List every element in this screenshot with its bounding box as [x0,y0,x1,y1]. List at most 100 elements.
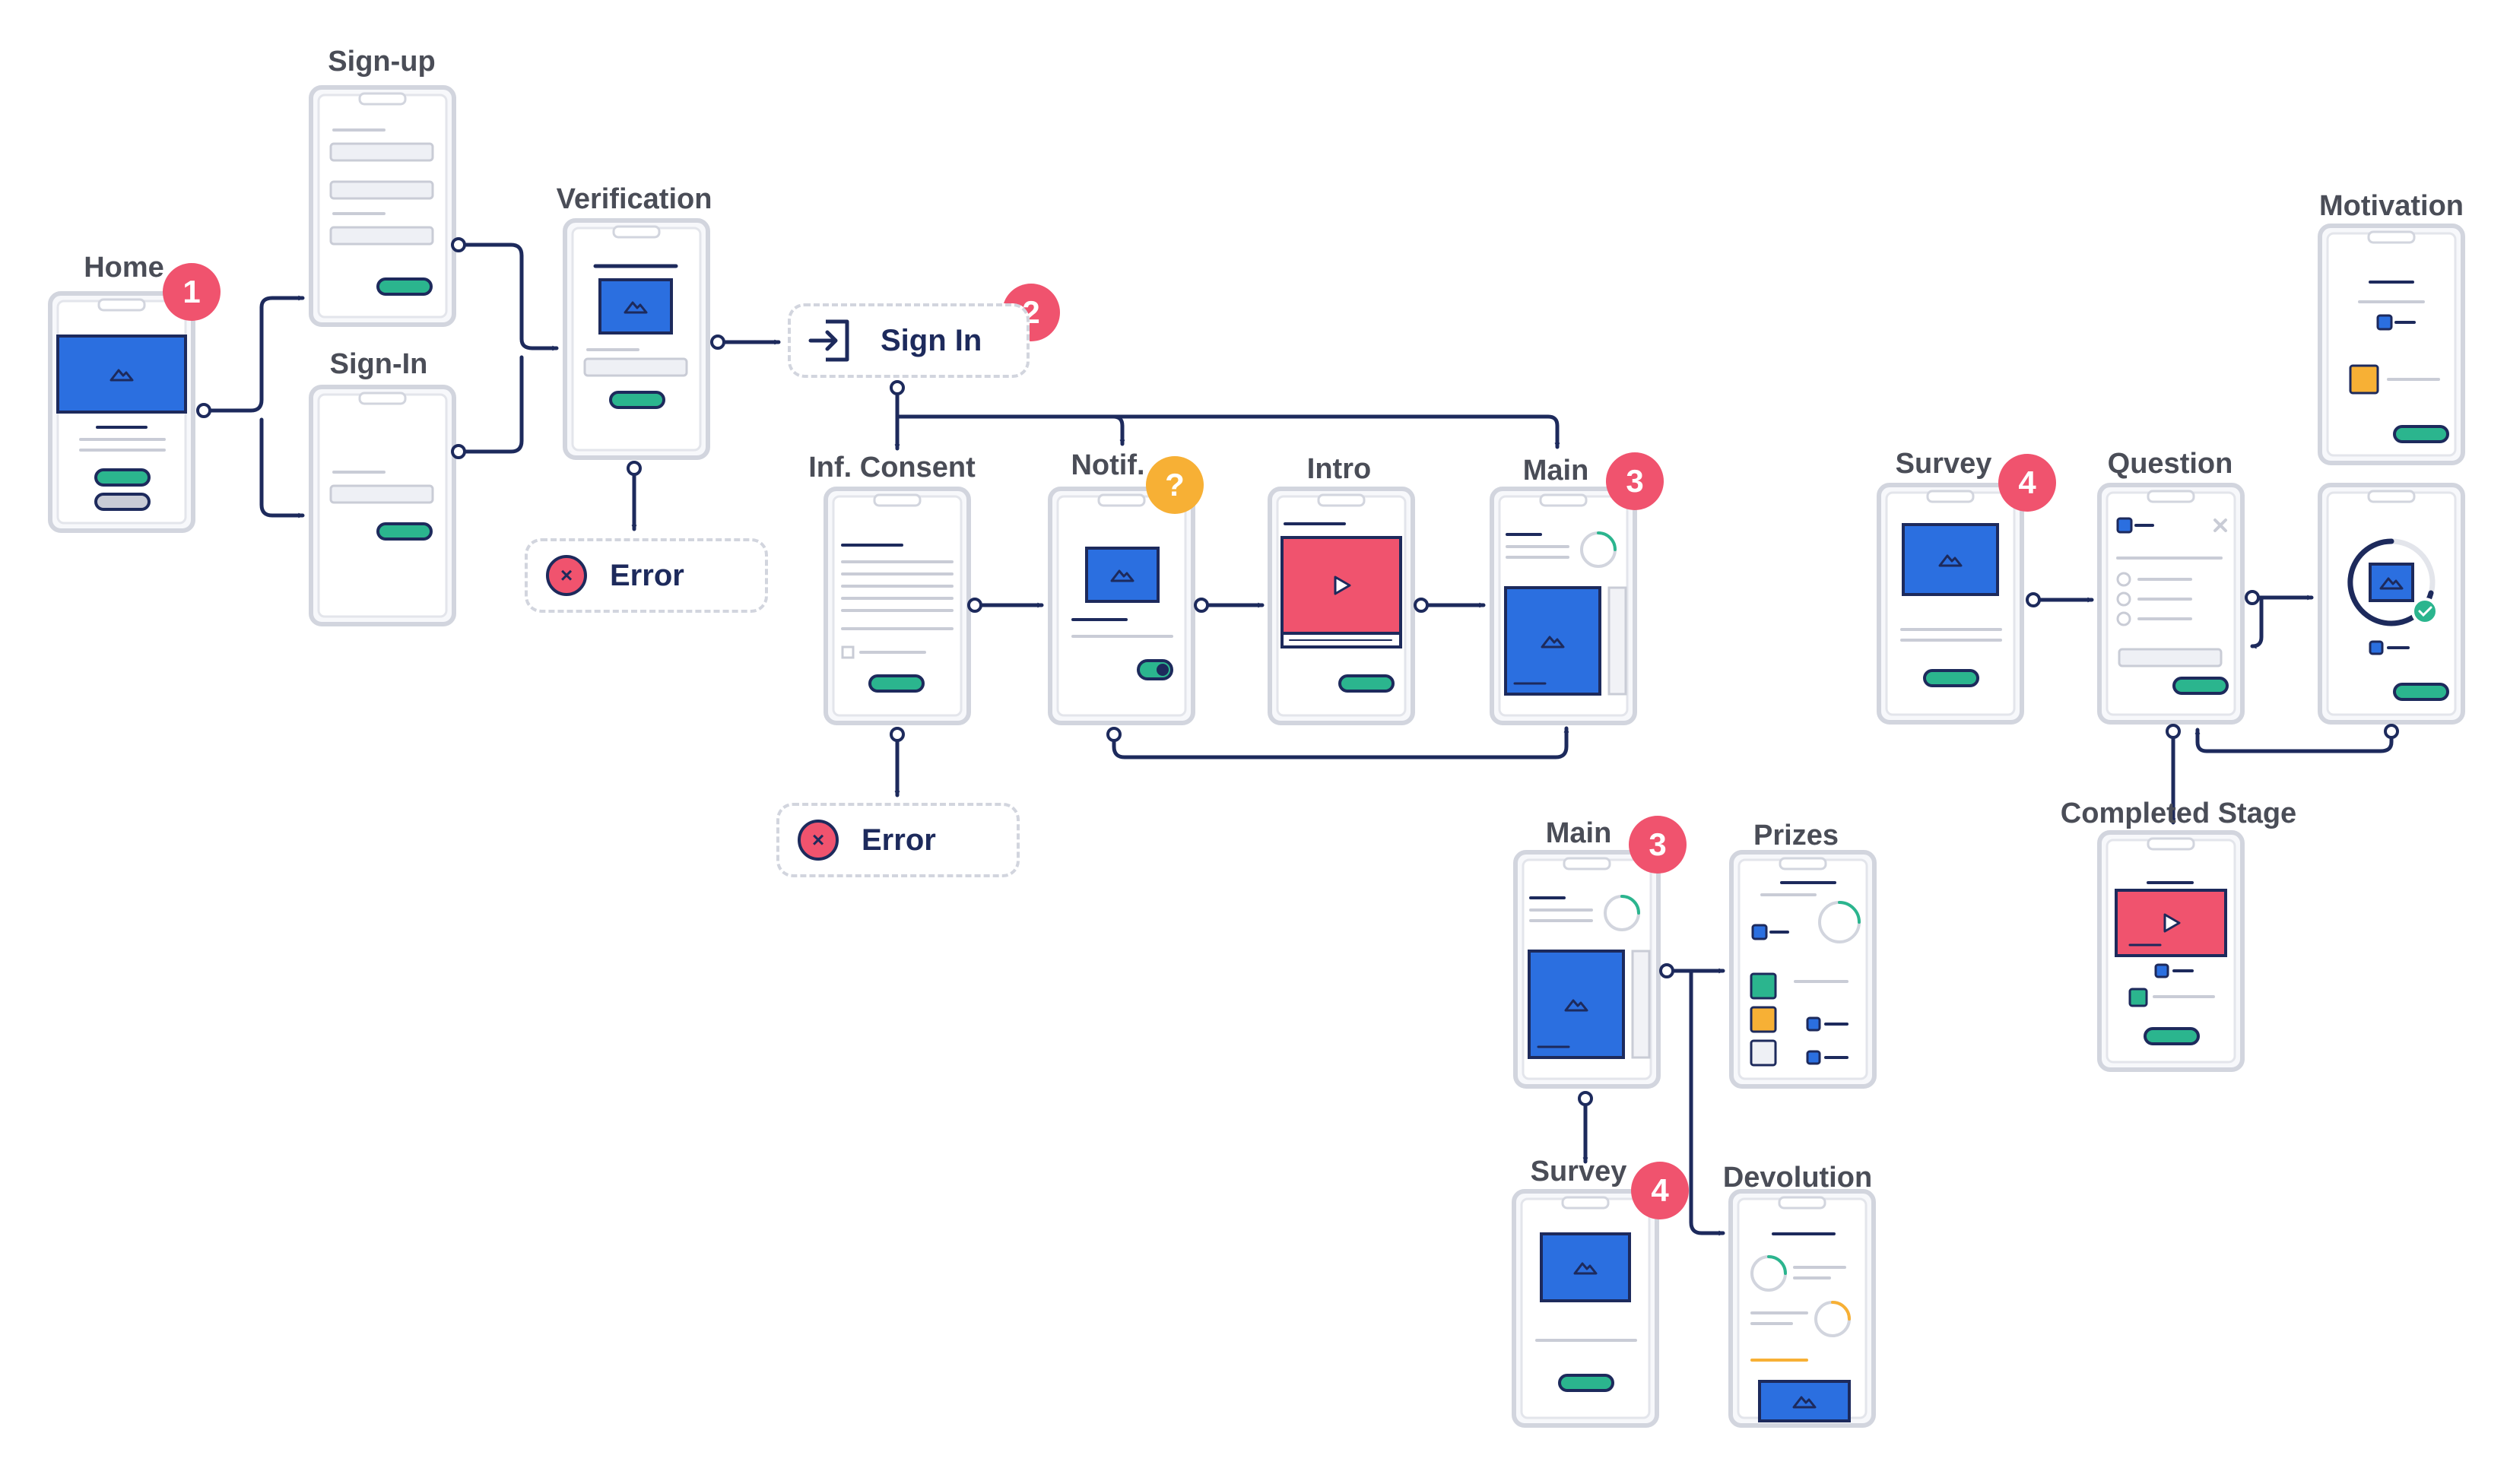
phone-screens [48,85,2465,1428]
mountain-icon [1573,1262,1598,1275]
step-badge-main-lower: 3 [1629,816,1687,874]
error-box-consent: × Error [776,803,1020,877]
phone-survey [1877,483,2024,725]
phone-notch [2147,837,2195,851]
stage-continue-button [2144,1027,2200,1045]
label-survey-lower: Survey [1530,1156,1627,1188]
toggle-knob [1157,664,1169,676]
get-started-button [94,468,151,487]
mountain-icon [1938,554,1963,567]
progress-ring-arc [1597,531,1617,551]
connector-origin-dot [710,335,725,350]
step-badge-home: 1 [163,263,221,321]
label-home: Home [84,252,164,284]
phone-notch [2147,490,2195,503]
label-verification: Verification [556,183,712,215]
flow-arrow [895,414,1557,449]
connector-origin-dot [2166,724,2181,739]
prize-square [1806,1016,1821,1032]
connector-origin-dot [890,380,905,395]
mountain-icon [1110,569,1134,582]
connector-origin-dot [451,444,466,459]
phone-notif [1048,487,1195,725]
phone-signin [309,385,456,626]
label-devolution: Devolution [1722,1162,1873,1194]
verify-button [609,391,665,409]
mountain-icon [1792,1396,1817,1409]
play-icon [1334,576,1351,595]
prize-card-green [1750,972,1777,1000]
close-icon [2213,518,2227,532]
label-prizes: Prizes [1753,820,1839,851]
label-intro: Intro [1306,453,1372,485]
label-main: Main [1522,455,1589,487]
input-field [329,180,434,200]
phone-survey-lower [1512,1189,1659,1428]
input-field [329,142,434,162]
error-label: Error [610,558,684,592]
connector-origin-dot [1194,598,1209,613]
phone-notch [358,392,407,405]
progress-ring-arc [1767,1255,1787,1275]
intro-continue-button [1338,674,1395,693]
prize-card-grey [1750,1039,1777,1067]
phone-home [48,291,195,533]
play-icon [2163,913,2181,933]
input-field [583,357,688,377]
flow-arrow [1689,969,1725,1233]
phone-notch [1563,857,1611,870]
flow-arrow [2250,595,2264,646]
mountain-icon [624,301,648,314]
flow-arrow [259,417,305,515]
connector-origin-dot [1414,598,1429,613]
phone-notch [1778,1196,1826,1210]
phone-intro [1268,487,1415,725]
connector-origins [196,237,2399,1106]
connector-origin-dot [967,598,982,613]
radio-option [2116,611,2131,626]
flow-arrow [202,298,305,413]
mountain-icon [1564,999,1588,1012]
connector-origin-dot [1659,963,1674,978]
label-completed-stage: Completed Stage [2060,797,2297,829]
phone-screen [317,393,448,618]
connector-origin-dot [2245,590,2260,605]
connector-origin-dot [2026,592,2041,607]
phone-notch [1561,1196,1610,1210]
error-label: Error [862,823,936,857]
phone-notch [873,493,922,507]
motivation-card [2349,364,2379,395]
step-badge-survey: 4 [1998,454,2056,512]
phone-prizes [1729,850,1877,1089]
label-signin: Sign-In [329,348,428,380]
connector-origin-dot [451,237,466,252]
phone-completed-stage [2097,830,2245,1072]
phone-score [2318,483,2465,725]
error-box-verification: × Error [525,538,768,613]
phone-main [1490,487,1637,725]
progress-ring-arc [1831,1301,1851,1321]
error-x-icon: × [546,555,587,596]
score-marker [2369,640,2384,655]
phone-notch [1317,493,1366,507]
signin-box[interactable]: Sign In [788,303,1030,378]
input-field [2118,648,2223,667]
question-next-button [2172,677,2229,695]
progress-ring-arc [1838,901,1861,924]
question-marker [2116,517,2133,534]
consent-checkbox [841,645,855,659]
side-panel [1631,950,1651,1059]
signup-submit-button [376,277,433,296]
secondary-button [94,493,151,511]
signin-submit-button [376,522,433,541]
phone-notch [97,298,146,312]
flow-arrow [2198,728,2394,753]
prize-card-amber [1750,1006,1777,1033]
side-panel [1607,586,1627,696]
phone-notch [1097,493,1146,507]
label-consent: Inf. Consent [808,452,976,484]
connector-origin-dot [1106,727,1122,742]
label-motivation: Motivation [2319,190,2464,222]
phone-verification [563,218,710,460]
phone-screen [2326,232,2457,457]
